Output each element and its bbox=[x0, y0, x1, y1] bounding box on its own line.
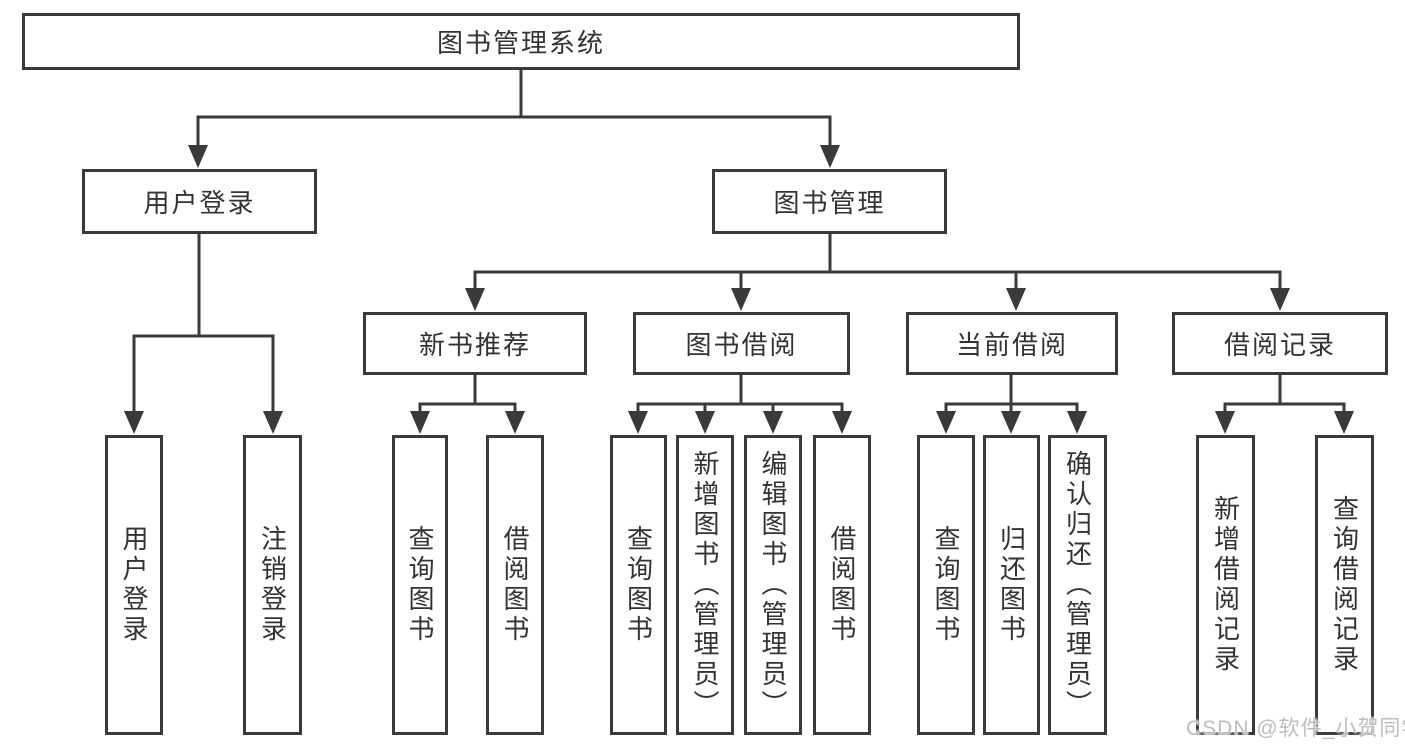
node-label: 图书管理系统 bbox=[436, 28, 605, 58]
node-label: 用户登录 bbox=[119, 525, 149, 645]
node-label: 新增图书（管理员） bbox=[690, 450, 720, 720]
node-library-management-system: 图书管理系统 bbox=[22, 13, 1020, 70]
node-book-borrow: 图书借阅 bbox=[633, 312, 850, 375]
arrow-down-icon bbox=[124, 411, 144, 434]
node-label: 新增借阅记录 bbox=[1210, 495, 1241, 675]
node-new-book-recommend: 新书推荐 bbox=[363, 312, 587, 375]
node-current-borrow: 当前借阅 bbox=[906, 312, 1118, 375]
tree-branch-lines bbox=[132, 68, 1346, 414]
node-leaf-borrow-add-books: 新增图书（管理员） bbox=[676, 435, 734, 735]
node-label: 借阅图书 bbox=[827, 525, 857, 645]
watermark: CSDN @软件_小贺同学 bbox=[1186, 717, 1405, 740]
node-label: 查询图书 bbox=[623, 525, 654, 645]
node-label: 借阅记录 bbox=[1223, 330, 1336, 360]
node-leaf-user-login: 用户登录 bbox=[105, 435, 163, 735]
node-label: 新书推荐 bbox=[418, 330, 531, 360]
node-book-management: 图书管理 bbox=[712, 169, 947, 234]
node-leaf-recommend-query-books: 查询图书 bbox=[392, 435, 448, 735]
node-leaf-recommend-borrow-books: 借阅图书 bbox=[486, 435, 544, 735]
arrow-down-icon bbox=[410, 411, 430, 434]
node-leaf-records-query-record: 查询借阅记录 bbox=[1315, 435, 1374, 735]
arrow-down-icon bbox=[465, 288, 485, 311]
arrow-down-icon bbox=[263, 411, 283, 434]
node-label: 图书借阅 bbox=[685, 330, 798, 360]
node-label: 查询图书 bbox=[405, 525, 435, 645]
arrow-down-icon bbox=[832, 411, 852, 434]
node-label: 查询图书 bbox=[931, 525, 961, 645]
arrow-down-icon bbox=[731, 288, 751, 311]
arrow-down-icon bbox=[936, 411, 956, 434]
node-label: 归还图书 bbox=[996, 525, 1027, 645]
arrow-down-icon bbox=[763, 411, 783, 434]
node-leaf-current-return-books: 归还图书 bbox=[983, 435, 1040, 735]
node-leaf-borrow-edit-books: 编辑图书（管理员） bbox=[744, 435, 802, 735]
arrow-down-icon bbox=[1001, 411, 1021, 434]
node-label: 用户登录 bbox=[143, 188, 256, 218]
node-leaf-current-query-books: 查询图书 bbox=[917, 435, 975, 735]
arrow-down-icon bbox=[695, 411, 715, 434]
node-leaf-current-confirm-return: 确认归还（管理员） bbox=[1048, 435, 1107, 735]
node-leaf-borrow-borrow-books: 借阅图书 bbox=[813, 435, 871, 735]
node-label: 编辑图书（管理员） bbox=[758, 450, 788, 720]
arrow-down-icon bbox=[820, 145, 840, 168]
arrow-down-icon bbox=[1006, 288, 1026, 311]
node-label: 借阅图书 bbox=[500, 525, 530, 645]
arrow-down-icons bbox=[124, 145, 1354, 434]
arrow-down-icon bbox=[188, 145, 208, 168]
node-leaf-borrow-query-books: 查询图书 bbox=[610, 435, 667, 735]
node-user-login: 用户登录 bbox=[82, 169, 317, 234]
node-label: 图书管理 bbox=[773, 188, 886, 218]
arrow-down-icon bbox=[1334, 411, 1354, 434]
node-leaf-records-add-record: 新增借阅记录 bbox=[1196, 435, 1255, 735]
node-label: 注销登录 bbox=[257, 525, 288, 645]
node-leaf-logout: 注销登录 bbox=[243, 435, 302, 735]
node-label: 确认归还（管理员） bbox=[1062, 450, 1093, 720]
node-borrow-records: 借阅记录 bbox=[1172, 312, 1388, 375]
arrow-down-icon bbox=[1215, 411, 1235, 434]
arrow-down-icon bbox=[1067, 411, 1087, 434]
arrow-down-icon bbox=[505, 411, 525, 434]
node-label: 当前借阅 bbox=[955, 330, 1068, 360]
node-label: 查询借阅记录 bbox=[1329, 495, 1360, 675]
arrow-down-icon bbox=[628, 411, 648, 434]
arrow-down-icon bbox=[1270, 288, 1290, 311]
